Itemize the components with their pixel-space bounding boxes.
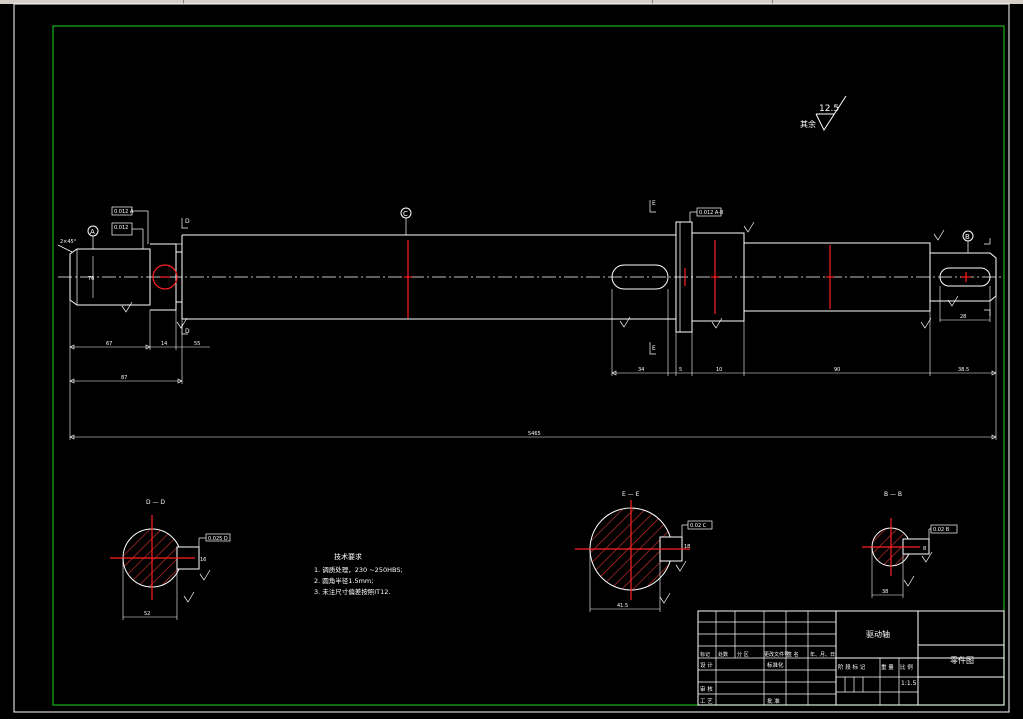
svg-text:标准化: 标准化 bbox=[767, 661, 784, 669]
svg-text:C: C bbox=[403, 210, 408, 218]
svg-text:0.012 A-B: 0.012 A-B bbox=[699, 210, 724, 216]
svg-text:52: 52 bbox=[144, 611, 150, 617]
svg-text:76: 76 bbox=[88, 276, 94, 282]
dimension-texts: 67 14 55 87 5465 34 5 10 90 38.5 28 76 bbox=[88, 276, 969, 437]
dimension-lines bbox=[69, 256, 997, 440]
svg-text:处数: 处数 bbox=[718, 651, 728, 658]
roughness-symbol: 12.5 其余 bbox=[800, 95, 847, 132]
svg-text:2. 圆角半径1.5mm;: 2. 圆角半径1.5mm; bbox=[314, 576, 373, 585]
svg-text:3. 未注尺寸偏差按照IT12.: 3. 未注尺寸偏差按照IT12. bbox=[314, 587, 391, 596]
svg-text:D: D bbox=[185, 328, 190, 335]
svg-text:年、月、日: 年、月、日 bbox=[810, 651, 835, 658]
svg-text:签 名: 签 名 bbox=[787, 651, 799, 658]
svg-text:重 量: 重 量 bbox=[881, 663, 894, 671]
svg-text:2×45°: 2×45° bbox=[60, 239, 77, 245]
svg-text:0.025 D: 0.025 D bbox=[208, 536, 228, 542]
title-block: 驱动轴 零件图 1:1.5 阶 段 标 记 重 量 比 例 标记 处数 分 区 … bbox=[697, 610, 1005, 706]
svg-text:E: E bbox=[652, 200, 656, 207]
section-view-d: D — D 0.025 D 16 52 bbox=[110, 499, 231, 620]
svg-text:E — E: E — E bbox=[622, 491, 640, 498]
svg-text:5465: 5465 bbox=[528, 431, 541, 437]
shaft-outline bbox=[69, 221, 997, 333]
svg-text:D: D bbox=[185, 218, 190, 225]
svg-text:阶 段 标 记: 阶 段 标 记 bbox=[838, 663, 866, 671]
drawing-frame bbox=[52, 25, 1005, 706]
svg-text:E: E bbox=[652, 345, 656, 352]
svg-text:更改文件号: 更改文件号 bbox=[764, 651, 789, 658]
datum-c: C bbox=[400, 207, 412, 235]
svg-text:技术要求: 技术要求 bbox=[334, 552, 362, 561]
svg-text:67: 67 bbox=[106, 341, 112, 347]
tolerance-frame-left: 0.012 A 0.012 2×45° bbox=[57, 206, 149, 253]
scale-value: 1:1.5 bbox=[901, 680, 917, 687]
svg-text:D — D: D — D bbox=[146, 499, 165, 506]
section-view-e: E — E 0.02 C 18 41.5 bbox=[575, 491, 713, 612]
svg-text:0.012: 0.012 bbox=[114, 225, 128, 231]
svg-text:14: 14 bbox=[161, 341, 167, 347]
tech-requirements: 技术要求 1. 调质处理，230 ~250HBS; 2. 圆角半径1.5mm; … bbox=[314, 552, 403, 596]
svg-text:审 核: 审 核 bbox=[700, 685, 713, 693]
svg-text:标记: 标记 bbox=[700, 651, 710, 658]
svg-text:0.02 B: 0.02 B bbox=[933, 527, 950, 533]
svg-text:分 区: 分 区 bbox=[737, 651, 749, 658]
surface-finish-marks bbox=[121, 221, 959, 329]
svg-text:设 计: 设 计 bbox=[700, 661, 713, 669]
svg-text:0.02 C: 0.02 C bbox=[690, 523, 707, 529]
svg-text:38: 38 bbox=[882, 589, 888, 595]
datum-a: A bbox=[87, 225, 99, 249]
svg-text:1. 调质处理，230 ~250HBS;: 1. 调质处理，230 ~250HBS; bbox=[314, 565, 403, 574]
svg-text:10: 10 bbox=[716, 367, 722, 373]
svg-text:B: B bbox=[965, 233, 970, 241]
datum-b: B bbox=[962, 230, 974, 253]
part-name: 驱动轴 bbox=[866, 629, 890, 639]
outer-border bbox=[13, 3, 1010, 713]
svg-text:90: 90 bbox=[834, 367, 840, 373]
tolerance-frame-collar: 0.012 A-B bbox=[689, 207, 724, 222]
svg-text:28: 28 bbox=[960, 314, 966, 320]
drawing-type: 零件图 bbox=[950, 655, 974, 665]
svg-text:批 准: 批 准 bbox=[767, 697, 780, 705]
svg-text:34: 34 bbox=[638, 367, 644, 373]
svg-text:0.012 A: 0.012 A bbox=[114, 209, 134, 215]
svg-text:比 例: 比 例 bbox=[900, 663, 913, 671]
svg-text:41.5: 41.5 bbox=[617, 603, 628, 609]
svg-text:5: 5 bbox=[679, 367, 682, 373]
svg-text:其余: 其余 bbox=[800, 119, 816, 129]
svg-text:18: 18 bbox=[684, 544, 690, 550]
window-top-strip bbox=[0, 0, 1023, 4]
center-marks bbox=[152, 240, 971, 318]
svg-text:38.5: 38.5 bbox=[958, 367, 969, 373]
svg-text:16: 16 bbox=[200, 557, 206, 563]
svg-text:工 艺: 工 艺 bbox=[700, 698, 713, 705]
section-view-b: B — B 0.02 B 8 38 bbox=[862, 491, 958, 598]
svg-text:87: 87 bbox=[121, 375, 127, 381]
svg-text:A: A bbox=[90, 228, 95, 236]
svg-text:55: 55 bbox=[194, 341, 200, 347]
svg-text:12.5: 12.5 bbox=[819, 104, 839, 114]
svg-text:8: 8 bbox=[923, 546, 926, 552]
svg-text:B — B: B — B bbox=[884, 491, 902, 498]
